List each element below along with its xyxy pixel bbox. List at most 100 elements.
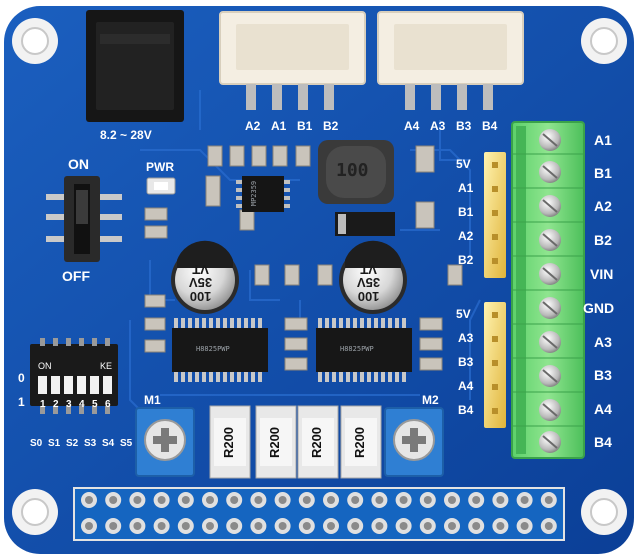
driver-chip-marking: H8825PWP bbox=[340, 345, 374, 353]
gpio-pin-hole bbox=[230, 496, 239, 504]
gpio-pin-hole bbox=[230, 522, 239, 530]
dip-address-label: S4 bbox=[102, 438, 115, 449]
dip-number: 3 bbox=[66, 399, 72, 410]
power-inductor bbox=[318, 140, 394, 204]
gpio-pin-hole bbox=[351, 522, 360, 530]
gpio-pin-hole bbox=[472, 496, 481, 504]
motor-label-m1: M1 bbox=[144, 393, 161, 407]
motor-label-m2: M2 bbox=[422, 393, 439, 407]
connector1-pin-label: A2 bbox=[245, 119, 261, 133]
resistor-marking: R200 bbox=[352, 426, 368, 459]
mounting-holes bbox=[12, 18, 627, 535]
resistor-marking: R200 bbox=[309, 426, 325, 459]
power-slide-switch bbox=[46, 176, 122, 262]
connector1-pin-label: B2 bbox=[323, 119, 339, 133]
screw-terminal-block bbox=[511, 121, 585, 459]
gpio-pin-hole bbox=[423, 522, 432, 530]
jst-connector-2 bbox=[377, 11, 524, 110]
capacitor-1 bbox=[171, 240, 239, 314]
gpio-pin-hole bbox=[520, 496, 529, 504]
gpio-pin-hole bbox=[544, 496, 553, 504]
dip-on-label: ON bbox=[38, 361, 52, 371]
potentiometer-m1 bbox=[135, 407, 195, 477]
terminal-label: B4 bbox=[594, 434, 612, 450]
dip-number: 5 bbox=[92, 399, 98, 410]
yellow-pin-header-1 bbox=[484, 152, 506, 278]
dip-address-label: S0 bbox=[30, 438, 43, 449]
header2-pin-label: 5V bbox=[456, 307, 471, 321]
terminal-label: B2 bbox=[594, 232, 612, 248]
terminal-label: B3 bbox=[594, 367, 612, 383]
regulator-chip-marking: MP2359 bbox=[250, 180, 259, 207]
switch-off-label: OFF bbox=[62, 268, 90, 284]
capacitor-marking: 100 35V VT bbox=[189, 261, 213, 304]
header2-pin-label: A4 bbox=[458, 379, 474, 393]
switch-on-label: ON bbox=[68, 156, 89, 172]
header1-pin-label: B1 bbox=[458, 205, 474, 219]
gpio-pin-hole bbox=[157, 496, 166, 504]
gpio-pin-hole bbox=[351, 496, 360, 504]
gpio-pin-hole bbox=[254, 522, 263, 530]
gpio-pin-hole bbox=[302, 496, 311, 504]
gpio-pin-hole bbox=[327, 522, 335, 530]
gpio-pin-hole bbox=[496, 496, 505, 504]
pwr-led bbox=[146, 177, 176, 195]
gpio-pin-hole bbox=[448, 522, 456, 530]
header1-pin-label: A1 bbox=[458, 181, 474, 195]
header2-pin-label: B3 bbox=[458, 355, 474, 369]
gpio-pin-hole bbox=[133, 522, 142, 530]
gpio-pin-hole bbox=[181, 496, 190, 504]
terminal-label: VIN bbox=[590, 266, 614, 282]
gpio-pin-hole bbox=[181, 522, 190, 530]
inductor-marking: 100 bbox=[336, 160, 369, 181]
driver-chip-1 bbox=[172, 318, 268, 382]
gpio-pin-hole bbox=[399, 496, 408, 504]
regulator-chip bbox=[236, 176, 290, 212]
dip-address-label: S3 bbox=[84, 438, 97, 449]
gpio-pin-hole bbox=[254, 496, 263, 504]
jst-connector-1 bbox=[219, 11, 366, 110]
gpio-pin-hole bbox=[448, 496, 456, 504]
dip-address-label: S5 bbox=[120, 438, 133, 449]
terminal-label: A3 bbox=[594, 334, 612, 350]
gpio-pin-hole bbox=[302, 522, 311, 530]
dip-ke-label: KE bbox=[100, 361, 113, 371]
smd-components bbox=[144, 145, 463, 371]
terminal-label: GND bbox=[583, 300, 615, 316]
gpio-pin-hole bbox=[157, 522, 166, 530]
terminal-label: B1 bbox=[594, 165, 612, 181]
dip-row1-label: 1 bbox=[18, 395, 25, 409]
sense-resistors bbox=[209, 405, 382, 479]
dip-address-label: S1 bbox=[48, 438, 61, 449]
yellow-pin-header-2 bbox=[484, 302, 506, 428]
potentiometer-m2 bbox=[384, 407, 444, 477]
capacitor-2 bbox=[339, 240, 407, 314]
header1-pin-label: 5V bbox=[456, 157, 471, 171]
pwr-led-label: PWR bbox=[146, 160, 174, 174]
gpio-pin-hole bbox=[375, 496, 384, 504]
dip-number: 6 bbox=[105, 399, 111, 410]
gpio-pin-hole bbox=[375, 522, 384, 530]
gpio-pin-hole bbox=[85, 522, 93, 530]
gpio-pin-hole bbox=[109, 522, 118, 530]
header2-pin-label: A3 bbox=[458, 331, 474, 345]
gpio-pin-hole bbox=[133, 496, 142, 504]
gpio-pin-hole bbox=[423, 496, 432, 504]
gpio-pin-hole bbox=[278, 522, 287, 530]
dip-address-label: S2 bbox=[66, 438, 79, 449]
dip-number: 4 bbox=[79, 399, 85, 410]
gpio-pin-hole bbox=[472, 522, 481, 530]
power-input-label: 8.2 ~ 28V bbox=[100, 128, 152, 142]
dip-row0-label: 0 bbox=[18, 371, 25, 385]
gpio-pin-hole bbox=[85, 496, 93, 504]
connector1-pin-label: A1 bbox=[271, 119, 287, 133]
gpio-pin-hole bbox=[206, 522, 214, 530]
header2-pin-label: B4 bbox=[458, 403, 474, 417]
terminal-label: A1 bbox=[594, 132, 612, 148]
connector2-pin-label: A4 bbox=[404, 119, 420, 133]
connector2-pin-label: A3 bbox=[430, 119, 446, 133]
gpio-pin-hole bbox=[544, 522, 553, 530]
dc-power-jack bbox=[86, 10, 184, 122]
